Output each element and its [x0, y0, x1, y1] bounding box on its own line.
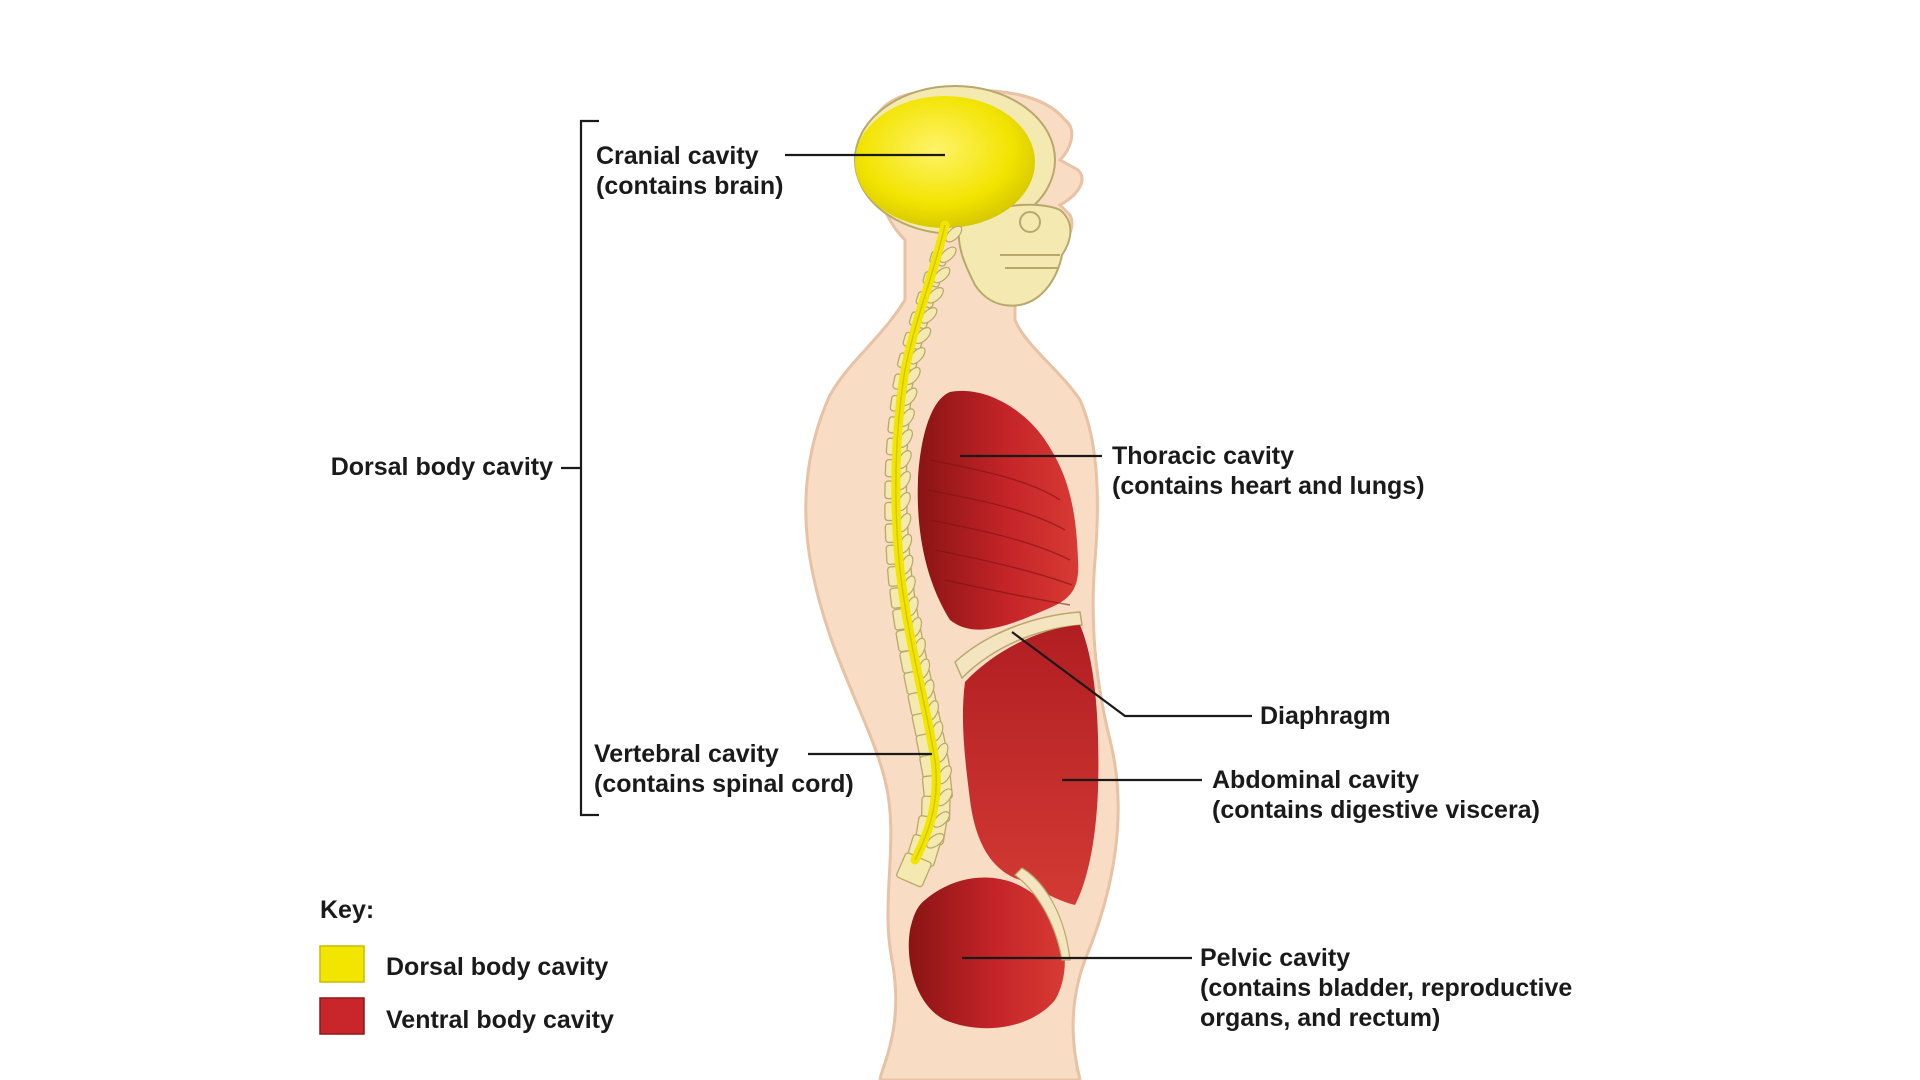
diaphragm-label: Diaphragm — [1260, 702, 1391, 730]
abdominal-cavity-shape — [962, 625, 1099, 905]
leader-lines — [561, 119, 1252, 960]
spinous-process — [926, 287, 944, 304]
spinous-process — [932, 266, 951, 284]
key-legend: Key: Dorsal body cavity Ventral body cav… — [319, 896, 614, 1035]
abdominal-sublabel: (contains digestive viscera) — [1212, 796, 1540, 824]
abdominal-label: Abdominal cavity — [1212, 766, 1419, 794]
pelvic-sublabel-2: organs, and rectum) — [1200, 1004, 1440, 1032]
key-swatch-dorsal — [319, 945, 365, 983]
spinous-process — [945, 225, 963, 243]
key-title: Key: — [320, 896, 374, 924]
dorsal-label: Dorsal body cavity — [331, 453, 553, 481]
vertebral-sublabel: (contains spinal cord) — [594, 770, 854, 798]
thoracic-label: Thoracic cavity — [1112, 442, 1294, 470]
cranial-sublabel: (contains brain) — [596, 172, 784, 200]
brain — [855, 96, 1035, 228]
key-label-dorsal: Dorsal body cavity — [386, 953, 608, 981]
thoracic-cavity-shape — [917, 390, 1079, 630]
thoracic-sublabel: (contains heart and lungs) — [1112, 472, 1425, 500]
pelvic-label: Pelvic cavity — [1200, 944, 1350, 972]
spinous-process — [926, 833, 945, 849]
dorsal-bracket — [579, 119, 599, 817]
pelvic-bone — [1014, 867, 1071, 961]
vertebral-label: Vertebral cavity — [594, 740, 779, 768]
rib-lines — [927, 459, 1073, 606]
cranial-label: Cranial cavity — [596, 142, 759, 170]
pelvic-cavity-shape — [908, 877, 1065, 1029]
labels: Cranial cavity (contains brain) Dorsal b… — [331, 142, 1573, 1032]
spinous-process — [932, 811, 951, 828]
key-label-ventral: Ventral body cavity — [386, 1006, 614, 1034]
key-swatch-ventral — [319, 997, 365, 1035]
pelvic-sublabel-1: (contains bladder, reproductive — [1200, 974, 1572, 1002]
spinous-process — [939, 246, 957, 264]
diaphragm-shape — [954, 611, 1083, 680]
